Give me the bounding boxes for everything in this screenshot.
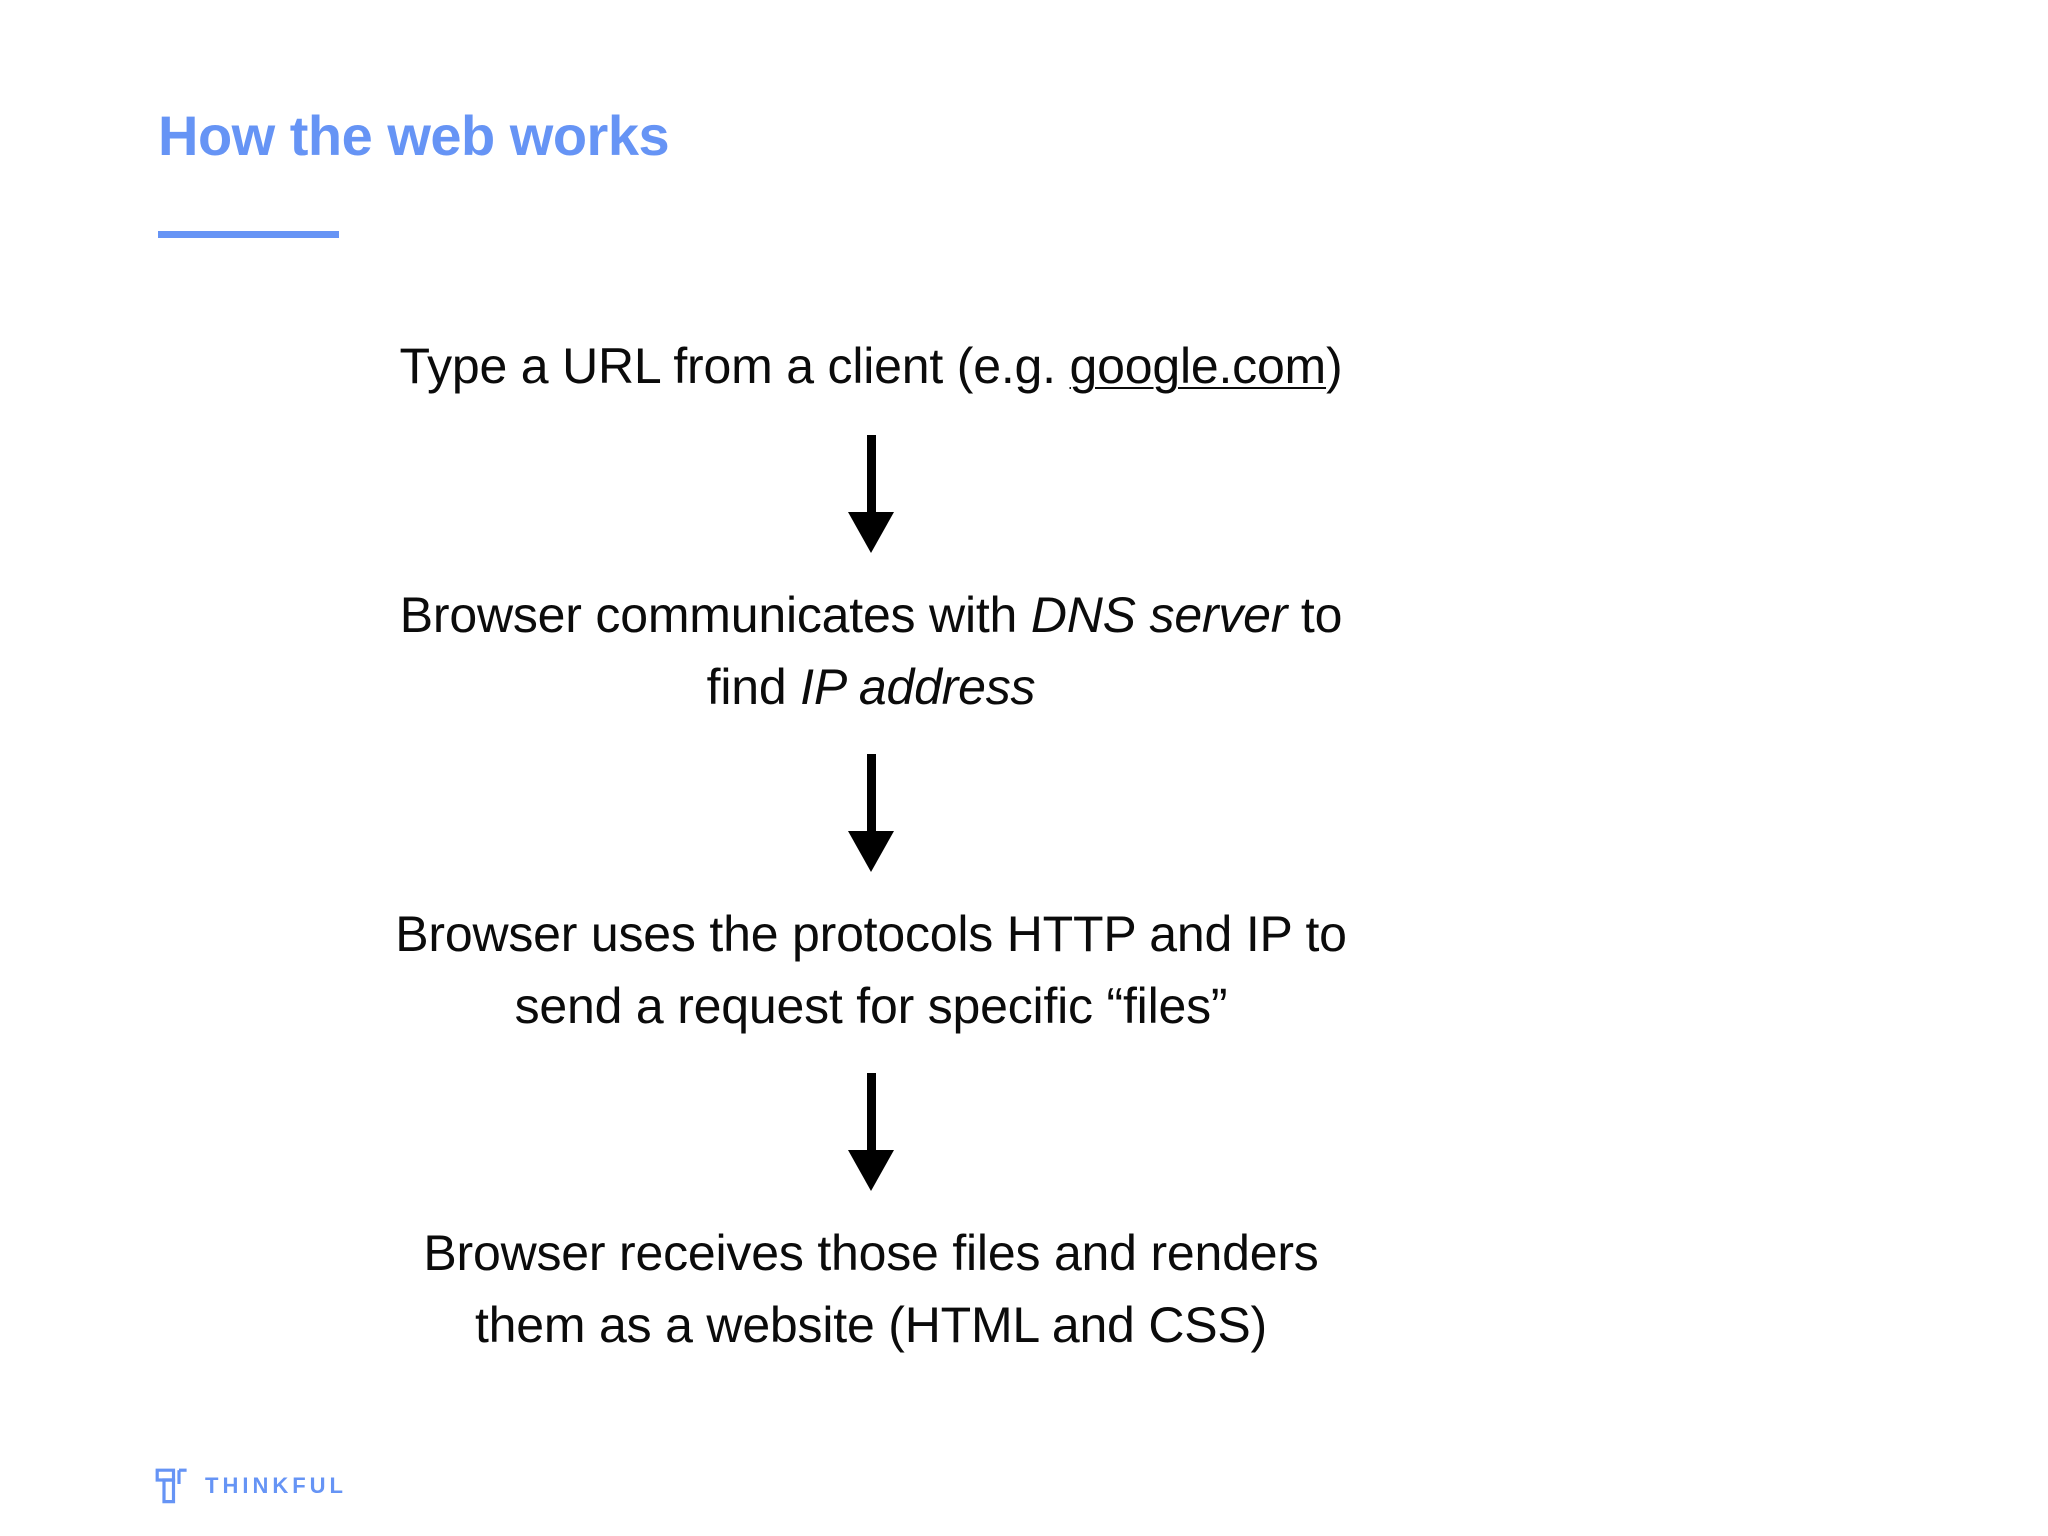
flow-step-text-part: to find <box>706 587 1343 715</box>
flow-step-dns-lookup: Browser communicates with DNS server to … <box>366 579 1376 723</box>
flow-step-http-request: Browser uses the protocols HTTP and IP t… <box>366 898 1376 1042</box>
page-title: How the web works <box>158 104 670 167</box>
flow-step-type-url: Type a URL from a client (e.g. google.co… <box>366 330 1376 402</box>
thinkful-logo: THINKFUL <box>155 1468 347 1504</box>
flow-step-text-part: ) <box>1326 338 1343 394</box>
how-the-web-works-flow: Type a URL from a client (e.g. google.co… <box>366 330 1376 1361</box>
dns-server-emphasis: DNS server <box>1030 587 1288 643</box>
flow-step-text-part: Type a URL from a client (e.g. <box>399 338 1070 394</box>
arrow-down-icon <box>848 435 894 553</box>
title-underline-rule <box>158 231 339 238</box>
google-com-link[interactable]: google.com <box>1069 338 1327 394</box>
arrow-down-icon <box>848 754 894 872</box>
arrow-down-icon <box>848 1073 894 1191</box>
flow-step-text-part: Browser communicates with <box>399 587 1031 643</box>
flow-step-render: Browser receives those files and renders… <box>366 1217 1376 1361</box>
thinkful-wordmark: THINKFUL <box>205 1473 347 1498</box>
ip-address-emphasis: IP address <box>800 659 1036 715</box>
thinkful-t-mark-icon <box>155 1468 187 1504</box>
flow-step-text-part: Browser uses the protocols HTTP and IP t… <box>395 906 1347 1034</box>
flow-step-text-part: Browser receives those files and renders… <box>423 1225 1319 1353</box>
